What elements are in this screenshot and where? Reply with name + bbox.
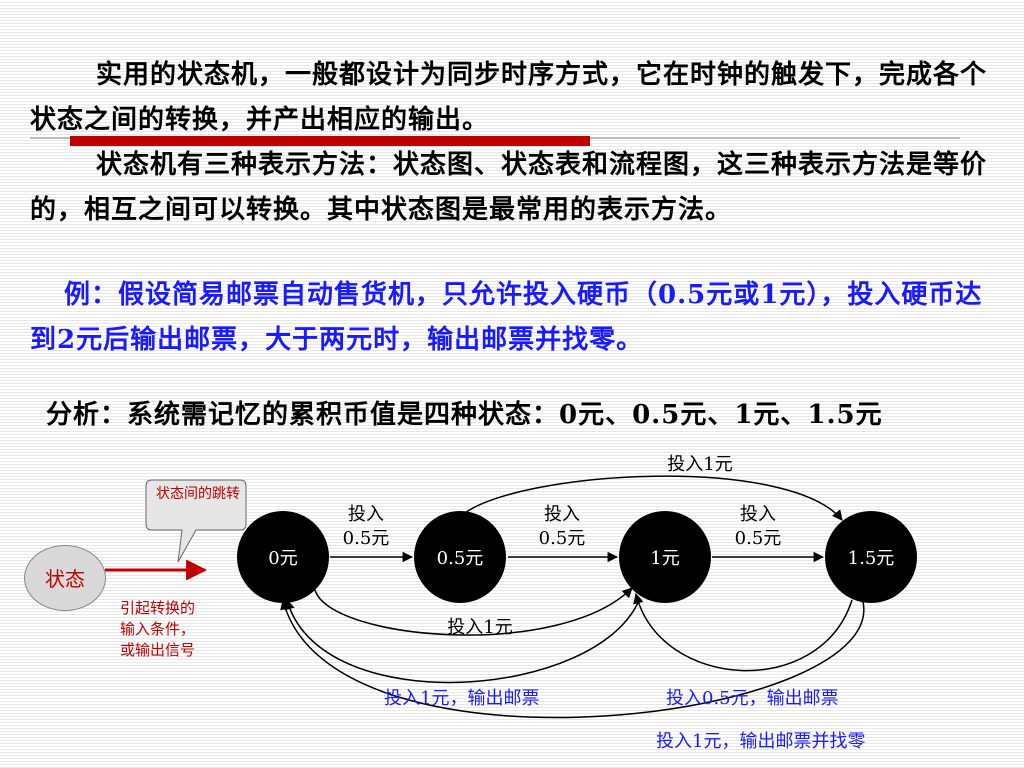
edge-1p5-to-0p5-return <box>633 592 853 672</box>
return-label-3: 投入1元，输出邮票并找零 <box>656 731 866 752</box>
state-node-1p5: 1.5元 <box>825 511 917 603</box>
state-node-1p5-label: 1.5元 <box>847 548 895 569</box>
state-node-0-label: 0元 <box>268 548 298 569</box>
callout-bubble <box>145 479 247 563</box>
return-label-1: 投入1元，输出邮票 <box>384 688 540 709</box>
legend-input-note: 引起转换的输入条件，或输出信号 <box>120 599 196 659</box>
edge-label-0p5-1: 投入0.5元 <box>538 504 586 549</box>
analysis-text: 分析：系统需记忆的累积币值是四种状态：0元、0.5元、1元、1.5元 <box>46 400 883 430</box>
state-node-1-label: 1元 <box>650 548 680 569</box>
edge-0-to-1-bottom <box>314 587 633 636</box>
separator-accent <box>70 136 590 146</box>
legend-callout-text: 状态间的跳转 <box>156 486 240 502</box>
paragraph-representations-text: 状态机有三种表示方法：状态图、状态表和流程图，这三种表示方法是等价的，相互之间可… <box>30 150 988 225</box>
paragraph-sync-text: 实用的状态机，一般都设计为同步时序方式，它在时钟的触发下，完成各个状态之间的转换… <box>30 60 988 135</box>
example-paragraph: 例：假设简易邮票自动售货机，只允许投入硬币（0.5元或1元），投入硬币达到2元后… <box>30 273 990 363</box>
state-node-0: 0元 <box>237 511 329 603</box>
edge-0p5-to-1p5-top <box>461 475 843 521</box>
edge-label-bottom: 投入1元 <box>447 617 513 638</box>
return-label-2: 投入0.5元，输出邮票 <box>666 688 839 709</box>
paragraph-representations: 状态机有三种表示方法：状态图、状态表和流程图，这三种表示方法是等价的，相互之间可… <box>30 143 995 233</box>
analysis-paragraph: 分析：系统需记忆的累积币值是四种状态：0元、0.5元、1元、1.5元 <box>46 393 996 438</box>
example-text: 例：假设简易邮票自动售货机，只允许投入硬币（0.5元或1元），投入硬币达到2元后… <box>30 280 983 355</box>
legend-state-label: 状态 <box>45 567 85 591</box>
edge-1-to-0-return <box>284 597 641 684</box>
paragraph-sync: 实用的状态机，一般都设计为同步时序方式，它在时钟的触发下，完成各个状态之间的转换… <box>30 53 995 143</box>
state-node-0p5: 0.5元 <box>414 511 506 603</box>
edge-label-0-0p5: 投入0.5元 <box>342 504 390 549</box>
state-node-0p5-label: 0.5元 <box>436 548 484 569</box>
edge-label-top: 投入1元 <box>667 454 733 475</box>
edge-label-1-1p5: 投入0.5元 <box>734 504 782 549</box>
legend-state-circle <box>24 545 106 611</box>
state-node-1: 1元 <box>619 511 711 603</box>
edge-1p5-to-0-return <box>280 597 865 719</box>
